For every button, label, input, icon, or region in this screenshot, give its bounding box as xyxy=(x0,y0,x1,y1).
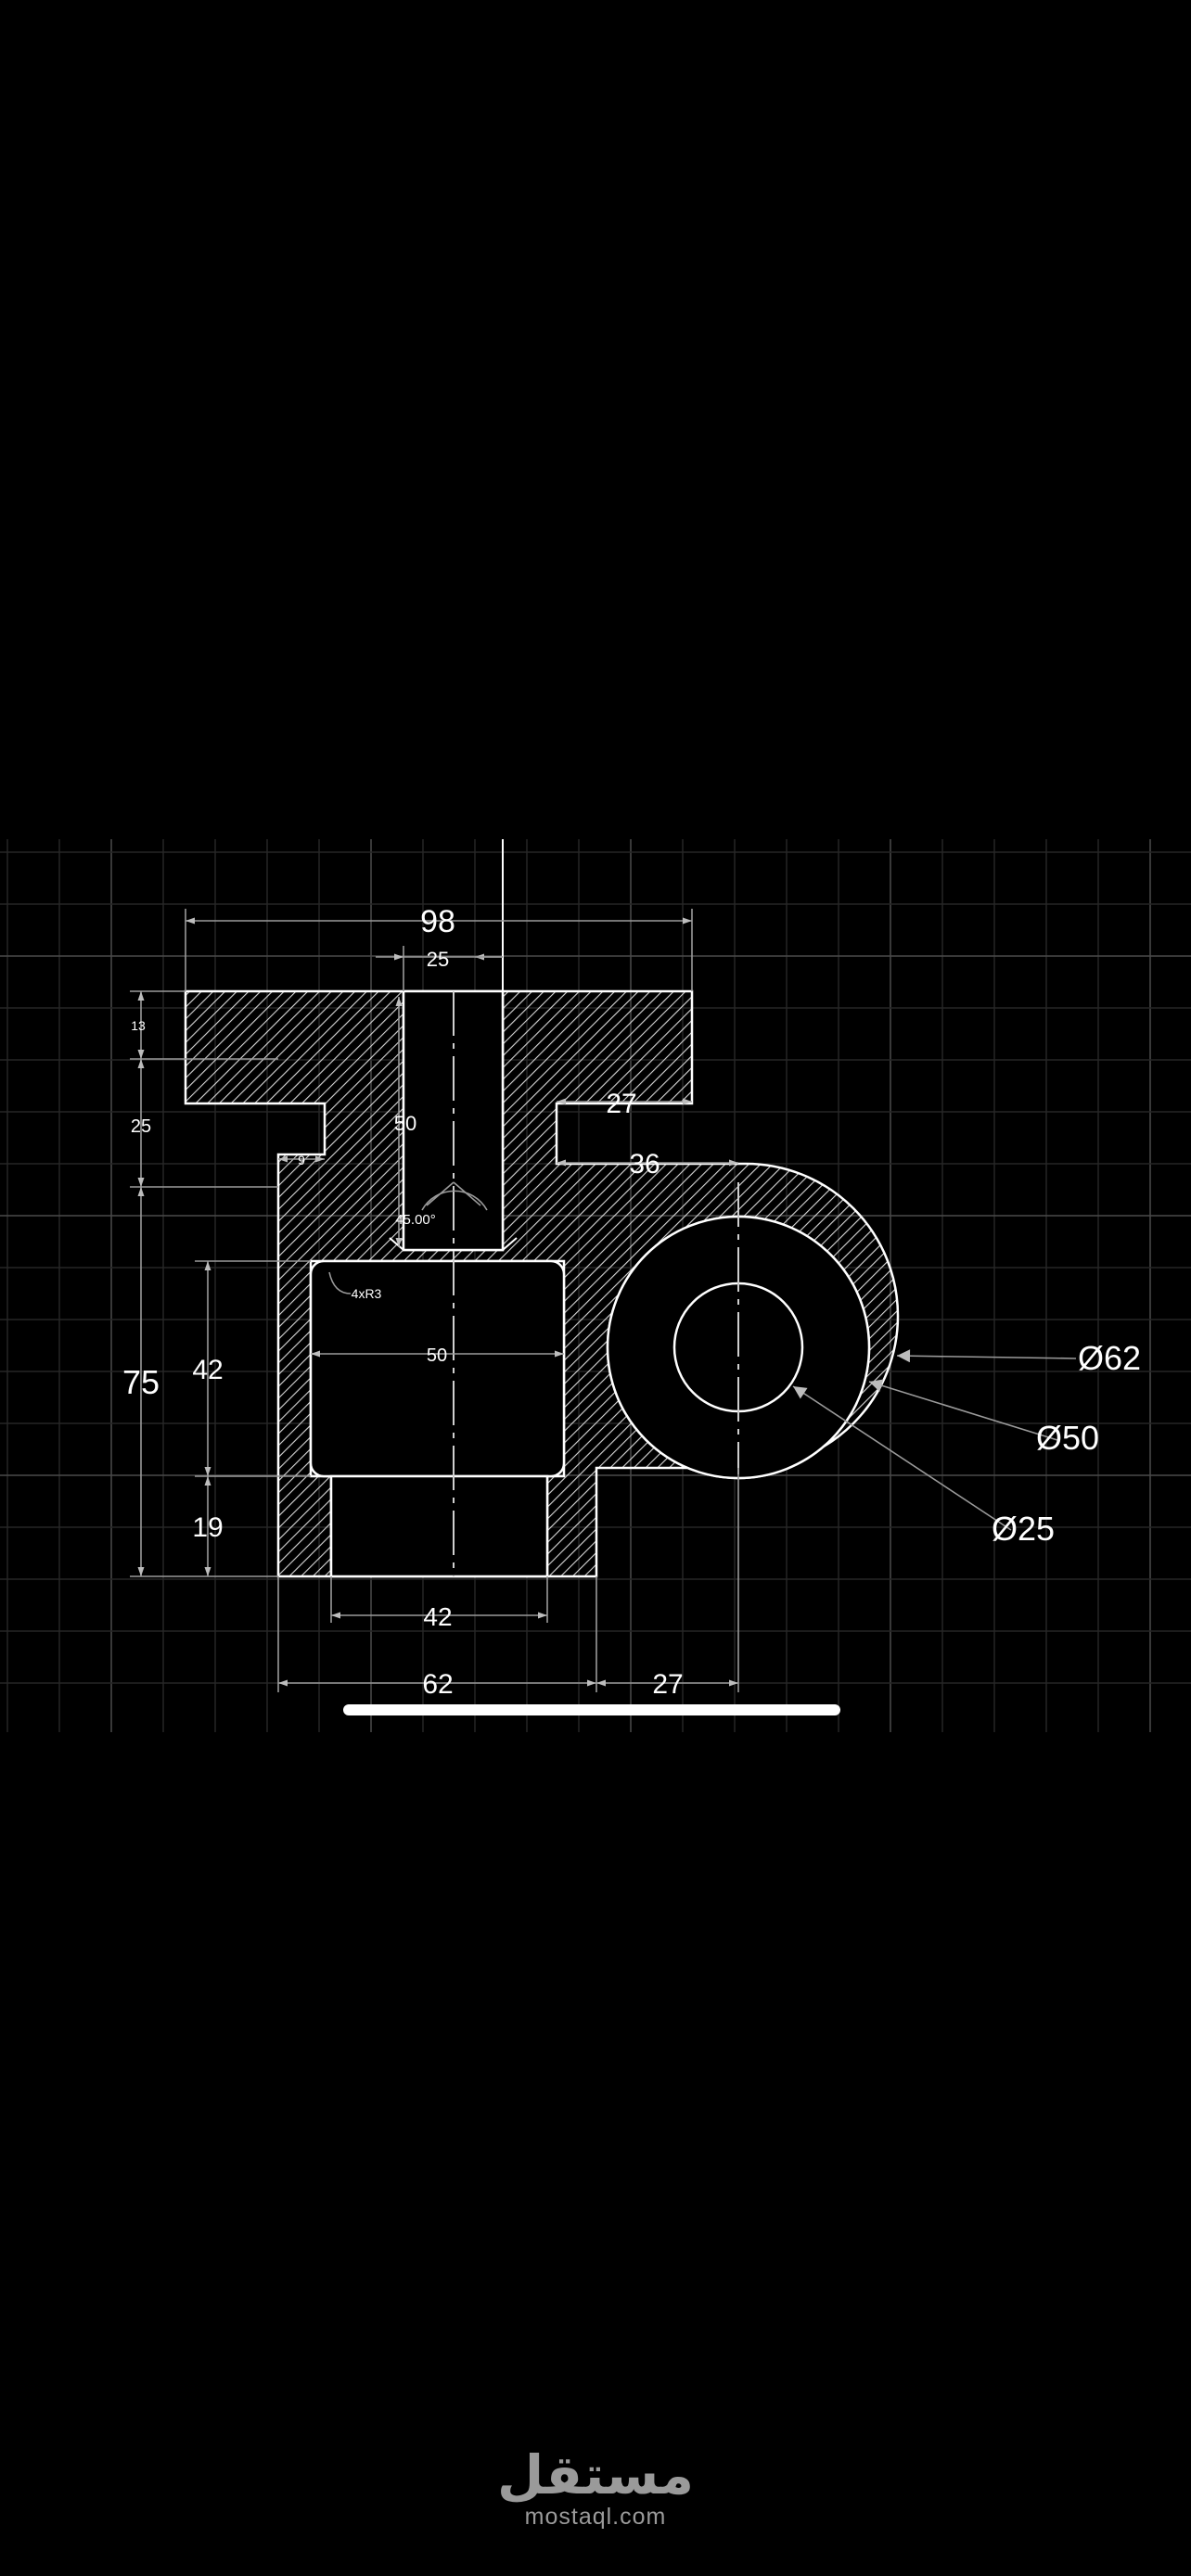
watermark: مستقل mostaql.com xyxy=(0,2448,1191,2531)
dia-outer: Ø62 xyxy=(1078,1339,1141,1377)
center-lines xyxy=(453,991,739,1576)
dim-base-height: 19 xyxy=(192,1512,223,1543)
dim-top-flange: 13 xyxy=(131,1018,146,1033)
watermark-site: mostaql.com xyxy=(524,2504,667,2530)
base-slot xyxy=(329,1474,549,1578)
dimension-labels: 98 25 13 25 9 50 45.00° 4xR3 42 50 75 19… xyxy=(122,904,1141,1700)
dim-cavity-height: 42 xyxy=(192,1355,223,1385)
dim-chamfer-angle: 45.00° xyxy=(395,1212,436,1228)
dim-cavity-width: 50 xyxy=(427,1345,447,1366)
dim-arm-offset-top: 27 xyxy=(606,1089,636,1119)
watermark-logo: مستقل xyxy=(496,2443,695,2506)
dimension-lines xyxy=(130,909,1077,1692)
dim-base-slot: 42 xyxy=(423,1602,452,1631)
dim-upper-step: 25 xyxy=(131,1116,151,1137)
dim-bore-width: 25 xyxy=(427,948,449,971)
dim-overall-width: 98 xyxy=(420,904,455,939)
home-indicator[interactable] xyxy=(343,1704,840,1715)
dim-arm-length: 36 xyxy=(629,1149,660,1180)
dim-lip-width: 9 xyxy=(298,1153,305,1167)
dim-fillet-note: 4xR3 xyxy=(352,1286,382,1301)
dim-arm-offset-bottom: 27 xyxy=(652,1669,683,1700)
dia-middle: Ø50 xyxy=(1036,1419,1099,1457)
dim-base-width: 62 xyxy=(422,1669,453,1700)
dim-overall-height: 75 xyxy=(122,1363,160,1401)
part-section xyxy=(184,989,900,1578)
dia-inner: Ø25 xyxy=(992,1510,1055,1548)
dim-bore-depth: 50 xyxy=(394,1112,416,1135)
